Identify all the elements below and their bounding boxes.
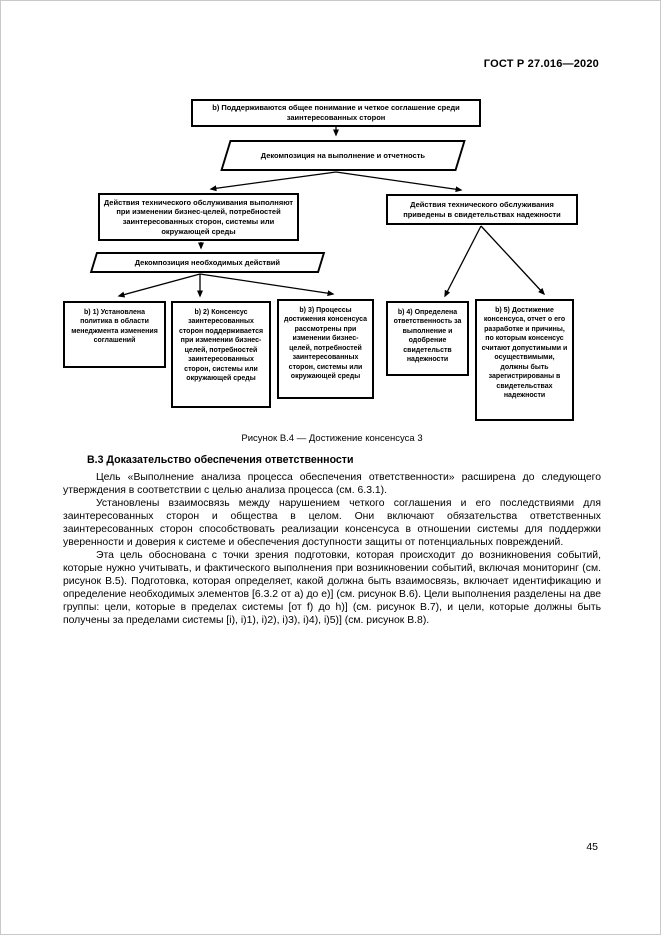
node-maintenance-actions-evidence: Действия технического обслуживания приве…: [386, 194, 578, 225]
figure-caption: Рисунок В.4 — Достижение консенсуса 3: [241, 433, 423, 444]
node-top-statement: b) Поддерживаются общее понимание и четк…: [191, 99, 481, 127]
section-b3: В.3 Доказательство обеспечения ответстве…: [63, 454, 601, 627]
node-leaf-b1-policy: b) 1) Установлена политика в области мен…: [63, 301, 166, 368]
node-leaf-b5-consensus-registered: b) 5) Достижение консенсуса, отчет о его…: [475, 299, 574, 421]
paragraph-1: Цель «Выполнение анализа процесса обеспе…: [63, 472, 601, 496]
document-header: ГОСТ Р 27.016—2020: [483, 58, 599, 70]
node-decomposition-execution-reporting: Декомпозиция на выполнение и отчетность: [220, 140, 466, 171]
node-leaf-b3-consensus-processes: b) 3) Процессы достижения консенсуса рас…: [277, 299, 374, 399]
section-heading: В.3 Доказательство обеспечения ответстве…: [87, 454, 354, 466]
node-decomposition-required-actions-label: Декомпозиция необходимых действий: [134, 257, 281, 267]
node-decomposition-execution-reporting-label: Декомпозиция на выполнение и отчетность: [260, 150, 426, 160]
node-leaf-b4-responsibility-defined: b) 4) Определена ответственность за выпо…: [386, 301, 469, 376]
paragraph-2: Установлены взаимосвязь между нарушением…: [63, 498, 601, 548]
paragraph-3: Эта цель обоснована с точки зрения подго…: [63, 550, 601, 626]
node-leaf-b2-consensus-maintained: b) 2) Консенсус заинтересованных сторон …: [171, 301, 271, 408]
node-decomposition-required-actions: Декомпозиция необходимых действий: [89, 252, 326, 273]
node-maintenance-actions-performed: Действия технического обслуживания выпол…: [98, 193, 299, 241]
page-number: 45: [586, 841, 598, 853]
